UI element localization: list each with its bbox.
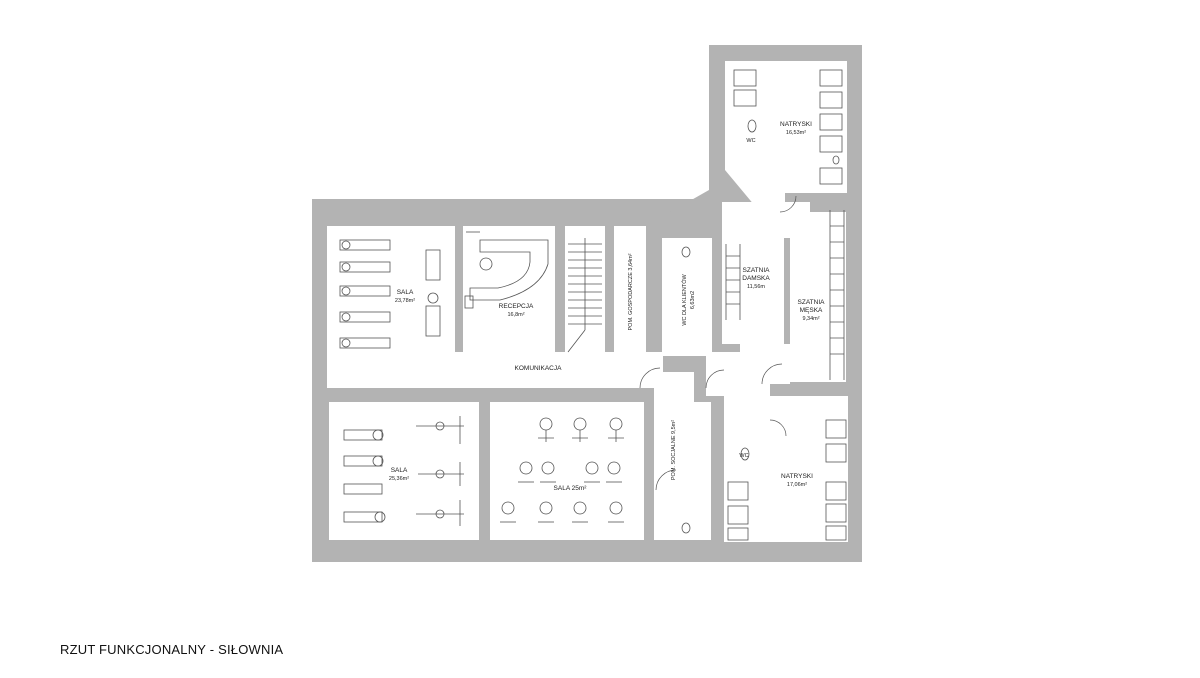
szatnia-d-area: 11,56m [747, 284, 765, 290]
komunikacja-label: KOMUNIKACJA [515, 365, 563, 372]
showers-bottom [681, 246, 847, 541]
szatnia-m-name2: MĘSKA [800, 307, 823, 314]
sala3-label: SALA 25m² [554, 485, 588, 492]
sala1-name: SALA [397, 289, 414, 296]
showers-top [733, 69, 843, 185]
sala2-name: SALA [391, 467, 408, 474]
wc-bottom-label: WC [739, 453, 748, 459]
szatnia-m-area: 9,34m² [802, 316, 819, 322]
recepcja-area: 16,8m² [507, 312, 524, 318]
plan-caption: RZUT FUNKCJONALNY - SIŁOWNIA [60, 642, 284, 657]
natryski-bot-name: NATRYSKI [781, 473, 813, 480]
lockers [725, 210, 845, 380]
gym-equipment-top [339, 239, 441, 349]
gosp-label: POM. GOSPODARCZE 3,64m² [628, 253, 634, 330]
room-interiors [327, 61, 848, 542]
door-swings [639, 195, 797, 491]
szatnia-m-name: SZATNIA [798, 299, 826, 306]
sala2-area: 25,36m² [389, 476, 409, 482]
natryski-top-name: NATRYSKI [780, 121, 812, 128]
socjalne-label: POM. SOCJALNE 9,5m² [671, 420, 677, 480]
gym-equipment-bottom [343, 416, 464, 526]
natryski-bot-area: 17,06m² [787, 482, 807, 488]
sala1-area: 23,78m² [395, 298, 415, 304]
spin-bikes [500, 417, 624, 523]
wc-klientow-area: 6,63m2 [690, 291, 696, 309]
szatnia-d-name2: DAMSKA [742, 275, 770, 282]
staircase [567, 238, 602, 353]
recepcja-name: RECEPCJA [499, 303, 534, 310]
room-labels: SALA 23,78m² RECEPCJA 16,8m² POM. GOSPOD… [389, 121, 825, 492]
natryski-top-area: 16,53m² [786, 130, 806, 136]
szatnia-d-name: SZATNIA [743, 267, 771, 274]
wc-top-label: WC [746, 138, 755, 144]
reception-desk [464, 231, 549, 309]
wc-klientow-name: WC DLA KLIENTÓW [681, 274, 688, 326]
